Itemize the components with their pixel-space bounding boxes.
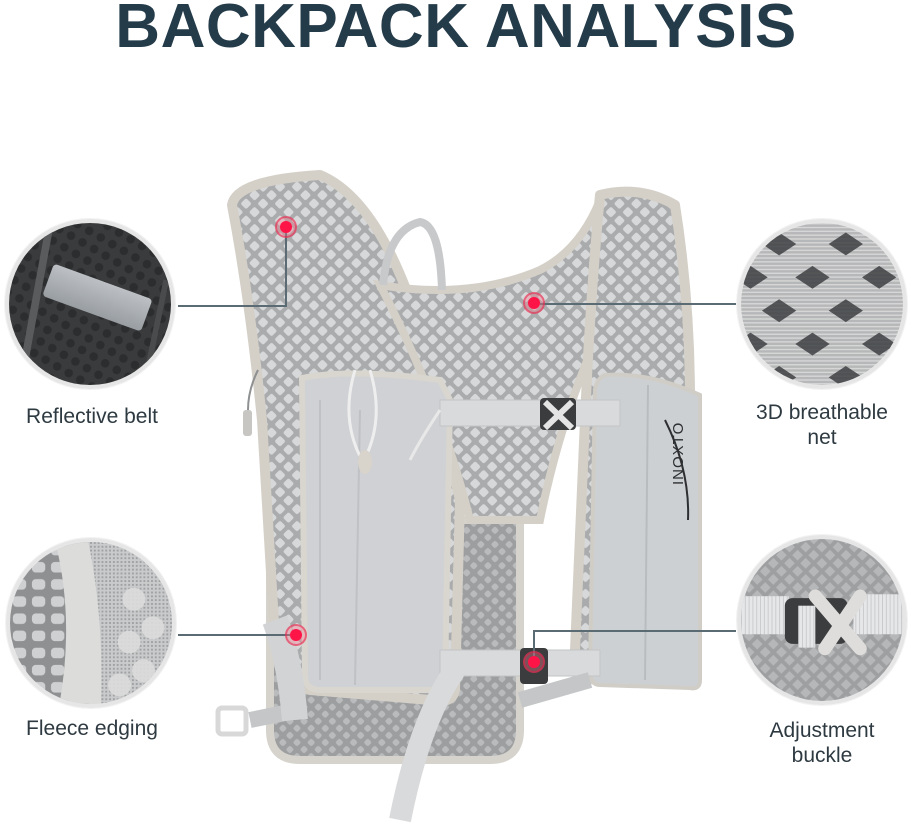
feature-label-breathable-net: 3D breathable net <box>722 400 912 450</box>
detail-circle-reflective-belt <box>5 219 175 389</box>
detail-circle-fleece-edging <box>6 538 176 708</box>
label-line: 3D breathable <box>756 401 888 424</box>
adjustment-buckle-detail-image <box>741 539 903 701</box>
label-line: net <box>807 426 837 449</box>
connector-adjustment-buckle <box>533 630 736 656</box>
detail-circle-breathable-net <box>737 219 907 389</box>
page-title: BACKPACK ANALYSIS <box>115 0 797 61</box>
hotspot-adjustment-buckle[interactable] <box>523 651 545 673</box>
hotspot-fleece-edging[interactable] <box>285 624 307 646</box>
feature-label-adjustment-buckle: Adjustment buckle <box>722 718 912 768</box>
brand-text: INOXTO <box>670 422 687 485</box>
hotspot-breathable-net[interactable] <box>523 292 545 314</box>
label-line: buckle <box>791 744 853 767</box>
connector-reflective-belt <box>178 232 287 307</box>
reflective-belt-detail-image <box>9 223 171 385</box>
label-line: Reflective belt <box>26 405 158 428</box>
feature-label-reflective-belt: Reflective belt <box>0 404 184 429</box>
label-line: Adjustment <box>769 719 875 742</box>
fleece-edging-detail-image <box>10 542 172 704</box>
detail-circle-adjustment-buckle <box>737 535 907 705</box>
feature-label-fleece-edging: Fleece edging <box>0 716 184 741</box>
hotspot-reflective-belt[interactable] <box>275 216 297 238</box>
breathable-net-detail-image <box>741 223 903 385</box>
label-line: Fleece edging <box>26 717 158 740</box>
